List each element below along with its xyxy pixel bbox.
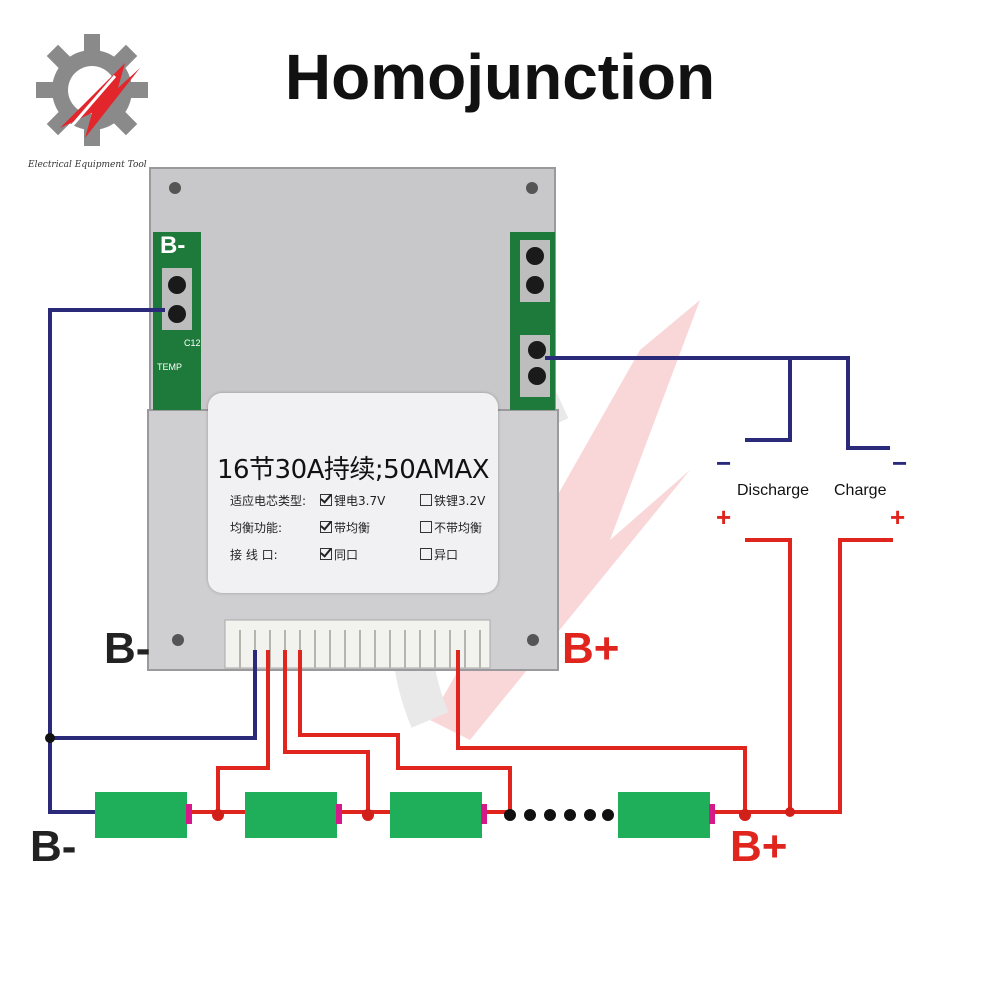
battery-cell xyxy=(245,792,342,838)
spec-sticker: 16节30A持续;50AMAX 适应电芯类型: 锂电3.7V 铁锂3.2V 均衡功能… xyxy=(208,393,498,593)
checkbox-checked xyxy=(320,521,332,533)
junction-dots xyxy=(212,807,795,821)
checkbox xyxy=(420,494,432,506)
pcb-label-temp: TEMP xyxy=(157,362,183,372)
spec-option: 同口 xyxy=(334,548,359,562)
gear-icon xyxy=(36,34,148,146)
junction-dot xyxy=(45,733,55,743)
battery-cell xyxy=(95,792,192,838)
b-minus-pad-2 xyxy=(168,305,186,323)
battery-cell xyxy=(618,792,715,838)
checkbox-checked xyxy=(320,494,332,506)
spec-row: 均衡功能: 带均衡 不带均衡 xyxy=(230,519,482,536)
c-minus-pad-2 xyxy=(528,367,546,385)
b-minus-pad-1 xyxy=(168,276,186,294)
b-minus-bottom-label: B- xyxy=(30,822,77,871)
b-plus-bottom-label: B+ xyxy=(730,822,788,871)
spec-option: 铁锂3.2V xyxy=(434,494,486,508)
battery-cell xyxy=(390,792,487,838)
discharge-label: Discharge xyxy=(737,482,810,499)
pcb-label-c12: C12 xyxy=(184,338,201,348)
logo xyxy=(30,28,160,158)
spec-row: 适应电芯类型: 锂电3.7V 铁锂3.2V xyxy=(230,492,485,509)
discharge-minus-sign: − xyxy=(716,448,732,478)
b-minus-board-label: B- xyxy=(104,624,151,673)
pcb-b-minus-label: B- xyxy=(160,232,186,259)
charge-label: Charge xyxy=(834,482,887,499)
c-minus-pad-1 xyxy=(528,341,546,359)
spec-main: 16节30A持续;50AMAX xyxy=(216,455,490,485)
positive-wires xyxy=(190,538,893,814)
spec-option: 带均衡 xyxy=(334,521,371,535)
negative-wires xyxy=(48,308,890,814)
spec-key: 接 线 口: xyxy=(230,548,278,562)
spec-option: 不带均衡 xyxy=(434,521,483,535)
checkbox xyxy=(420,548,432,560)
charge-plus-sign: + xyxy=(890,502,906,532)
charge-minus-sign: − xyxy=(892,448,908,478)
ellipsis-dots xyxy=(504,809,614,821)
checkbox-checked xyxy=(320,548,332,560)
logo-caption: Electrical Equipment Tool xyxy=(28,160,147,170)
spec-key: 均衡功能: xyxy=(230,521,283,535)
spec-row: 接 线 口: 同口 异口 xyxy=(230,546,458,563)
page-title: Homojunction xyxy=(284,41,716,113)
spec-option: 锂电3.7V xyxy=(334,494,386,508)
b-plus-board-label: B+ xyxy=(562,624,620,673)
checkbox xyxy=(420,521,432,533)
spec-key: 适应电芯类型: xyxy=(230,494,307,508)
spec-option: 异口 xyxy=(434,548,459,562)
discharge-plus-sign: + xyxy=(716,502,732,532)
